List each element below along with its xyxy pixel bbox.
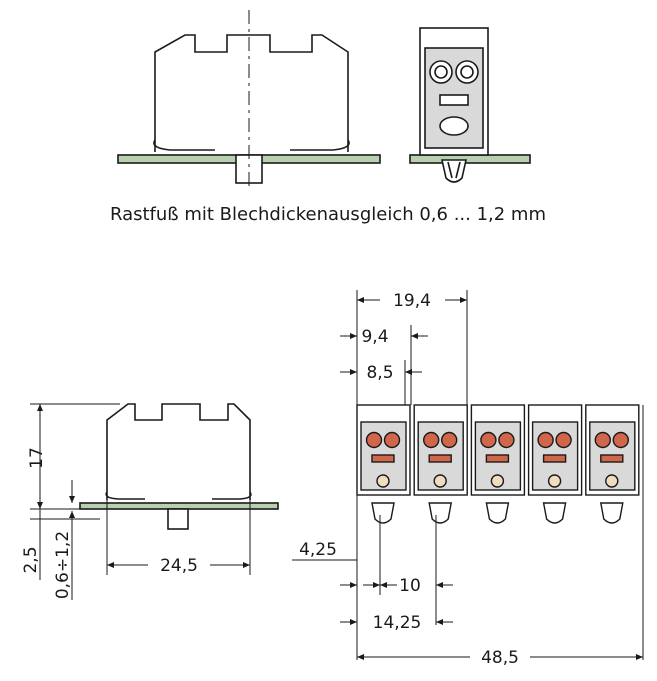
- top-front-view: [409, 27, 531, 183]
- marker-slot: [542, 454, 567, 463]
- dim-right-lines: [292, 290, 644, 660]
- push-button-left: [365, 431, 383, 449]
- dim-2-5-label: 2,5: [21, 546, 41, 573]
- test-point: [433, 474, 447, 488]
- terminal-module: [413, 404, 468, 524]
- snap-foot: [542, 502, 567, 524]
- push-button-right: [612, 431, 629, 449]
- terminal-module: [527, 404, 583, 524]
- dim-4-25-label: 4,25: [299, 540, 337, 560]
- dim-19-4-label: 19,4: [393, 291, 431, 311]
- mounting-rail-bottom: [79, 502, 279, 510]
- bottom-side-view: [79, 403, 279, 530]
- snap-foot: [428, 502, 453, 524]
- dim-0-6-1-2-label: 0,6÷1,2: [53, 531, 73, 599]
- push-button-right: [498, 431, 515, 449]
- dim-10-label: 10: [399, 576, 421, 596]
- dim-14-25-label: 14,25: [373, 613, 422, 633]
- dim-24-5-label: 24,5: [160, 556, 198, 576]
- side-housing-outline: [154, 34, 349, 152]
- terminal-module: [585, 404, 640, 524]
- test-point: [605, 474, 619, 488]
- push-button-left: [594, 431, 611, 449]
- snap-foot: [599, 502, 624, 524]
- dim-24-5: [106, 500, 251, 575]
- test-point: [376, 474, 390, 488]
- marker-slot: [485, 454, 510, 463]
- snap-foot: [371, 502, 395, 524]
- top-side-view: [117, 10, 381, 190]
- test-point: [490, 474, 505, 488]
- push-button-left: [480, 431, 497, 449]
- marker-slot: [428, 454, 452, 463]
- dim-9-4-label: 9,4: [361, 327, 388, 347]
- dim-48-5-label: 48,5: [481, 648, 519, 668]
- push-button-right: [383, 431, 401, 449]
- dim-17-label: 17: [27, 447, 47, 469]
- dim-rail: [30, 480, 100, 600]
- terminal-block-row: [356, 404, 640, 524]
- side-housing-outline-small: [106, 403, 251, 500]
- dim-8-5-label: 8,5: [366, 363, 393, 383]
- push-button-right: [555, 431, 572, 449]
- terminal-module: [470, 404, 526, 524]
- push-button-left: [537, 431, 554, 449]
- push-button-left: [423, 431, 440, 449]
- test-point: [547, 474, 562, 488]
- mounting-rail-right: [409, 154, 531, 164]
- terminal-module: [356, 404, 411, 524]
- caption: Rastfuß mit Blechdickenausgleich 0,6 ...…: [110, 204, 546, 225]
- dim-17: [30, 403, 120, 510]
- marker-slot: [600, 454, 624, 463]
- push-button-right: [441, 431, 458, 449]
- snap-foot: [485, 502, 510, 524]
- marker-slot: [371, 454, 395, 463]
